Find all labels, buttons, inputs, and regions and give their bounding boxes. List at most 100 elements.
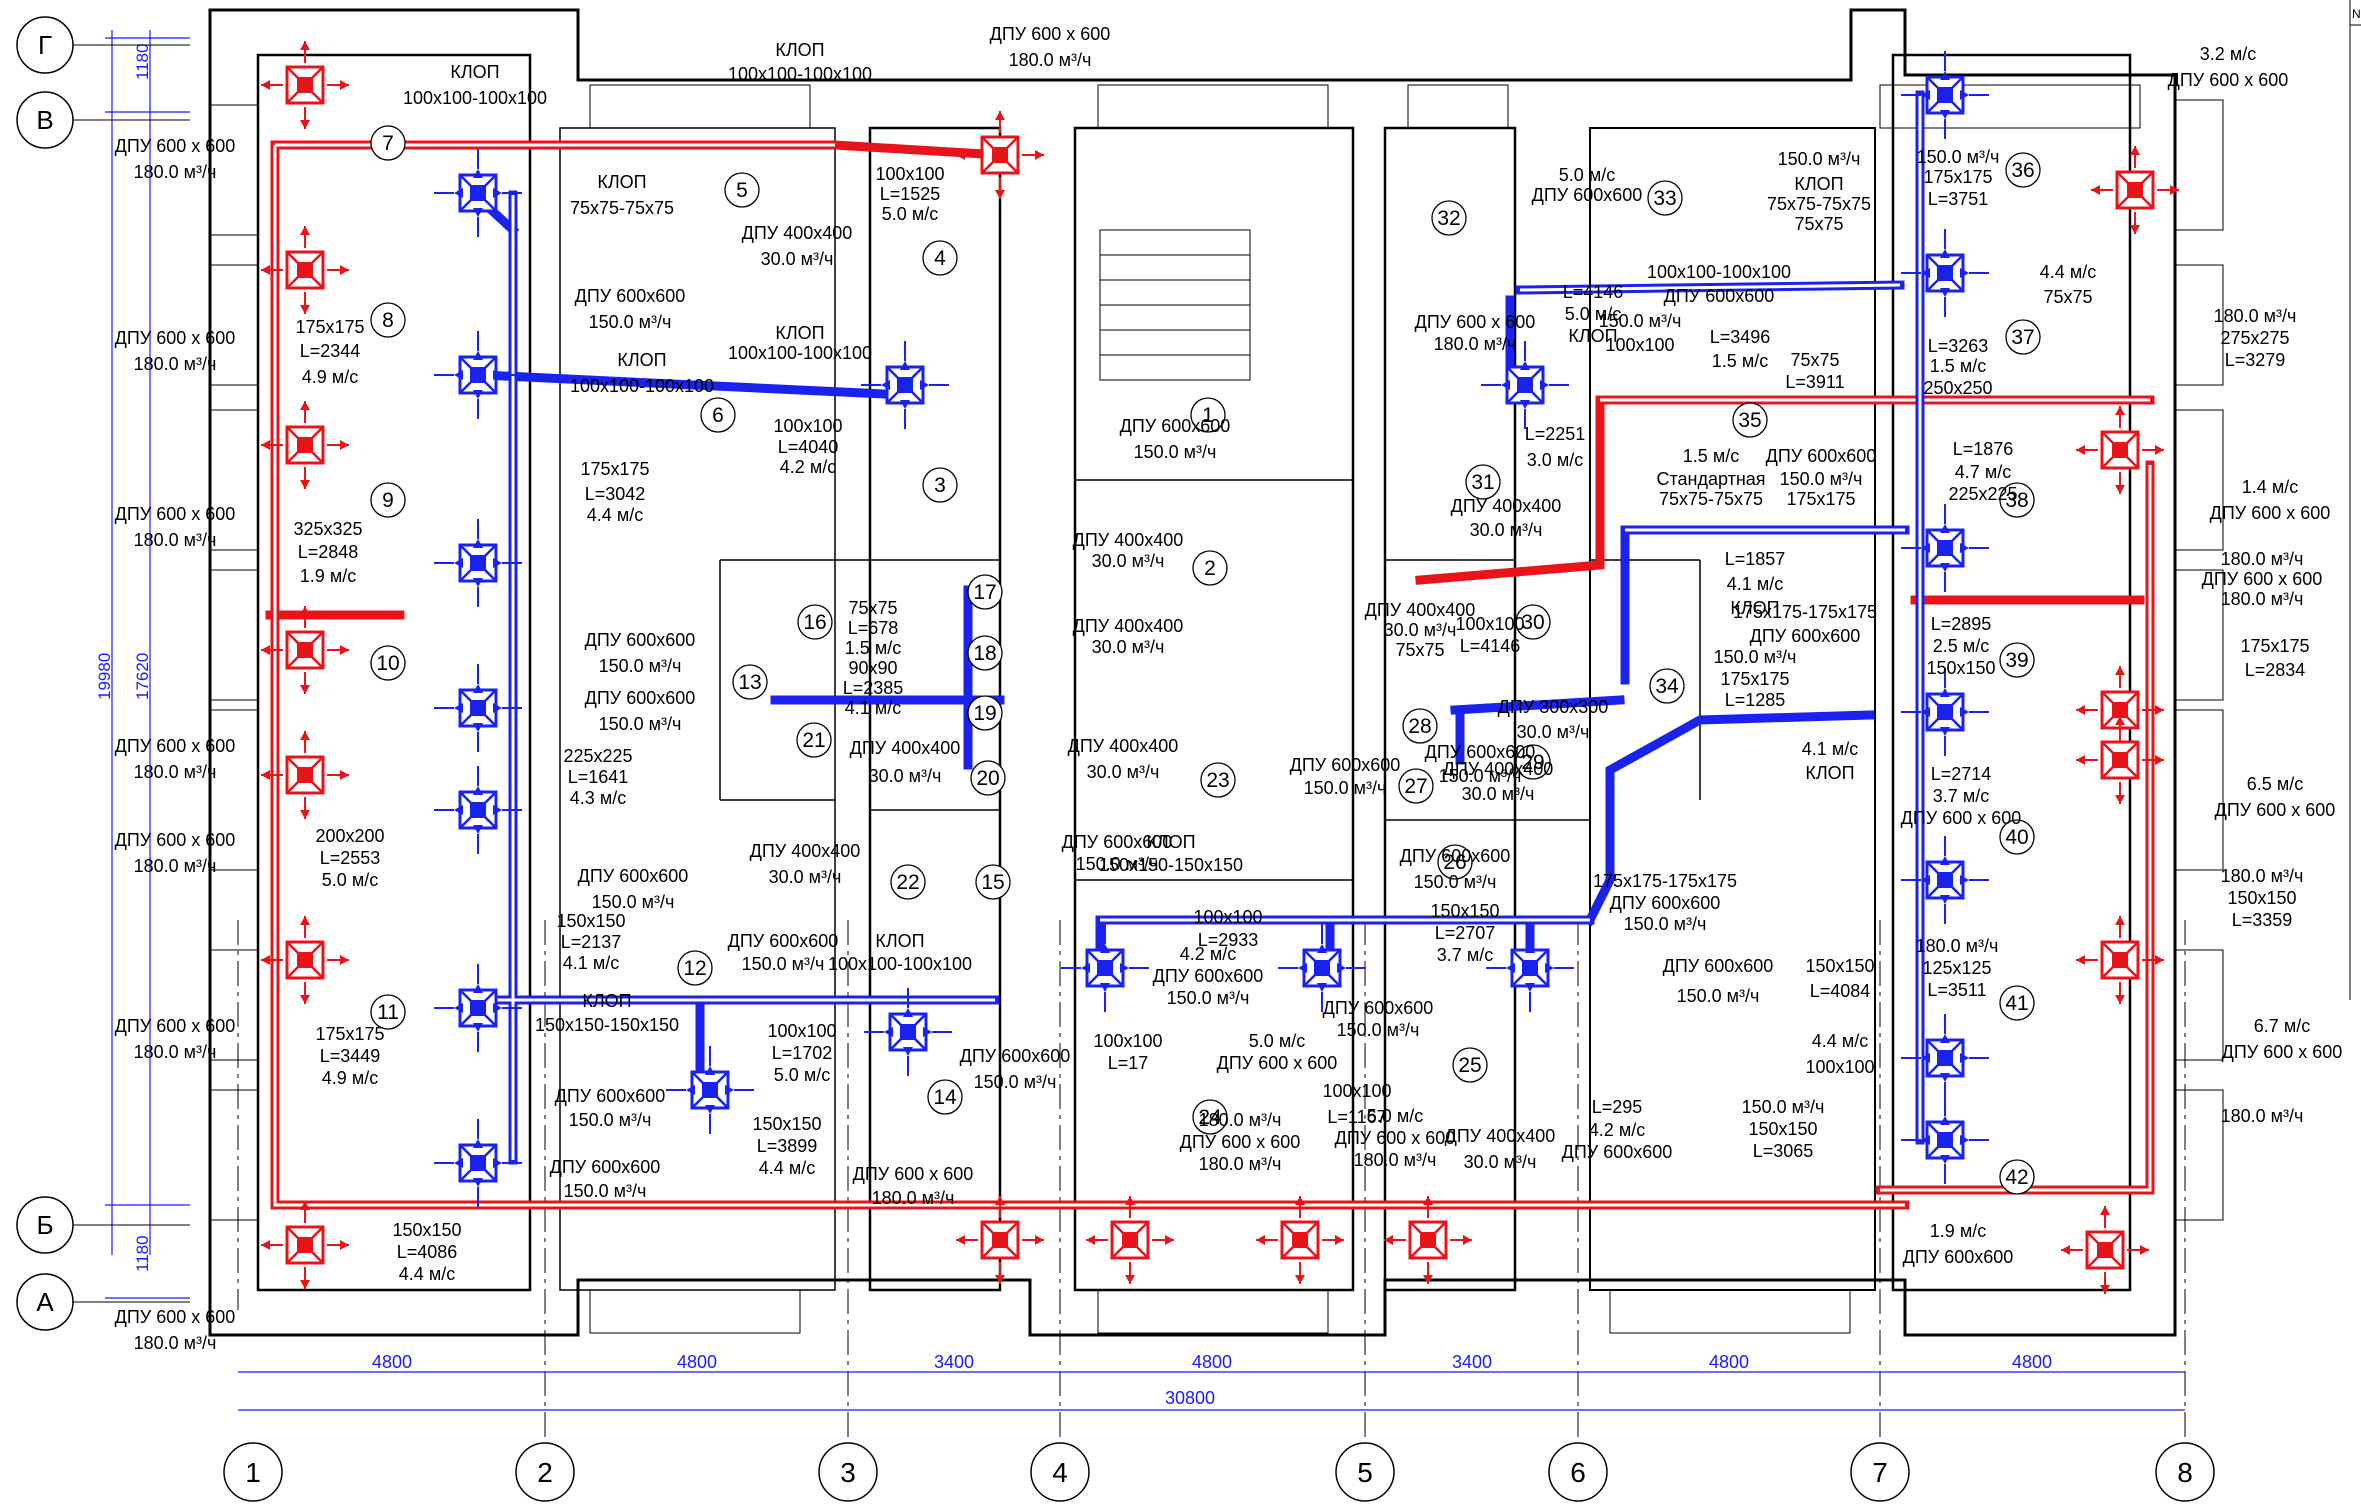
duct-label: 3.0 м/с [1527,450,1583,470]
bottom-dimension-chain [238,1371,2185,1411]
duct-label: L=1641 [568,767,629,787]
duct-label: L=2553 [320,848,381,868]
row-axis-label: А [36,1287,54,1317]
supply-diffuser-icon [2076,916,2164,1004]
exhaust-diffuser-icon [1481,341,1569,429]
room-tag-29: 29 [1515,744,1551,780]
span-label: 3400 [934,1352,974,1372]
duct-label: ДПУ 600 x 600 [990,24,1111,44]
duct-label: 150x150-150x150 [1099,855,1243,875]
room-tag-19: 19 [967,695,1003,731]
duct-label: 1.5 м/с [845,638,901,658]
duct-label: 3.2 м/с [2200,44,2256,64]
col-axis-label: 1 [245,1457,261,1488]
duct-label: 150.0 м³/ч [1414,872,1497,892]
duct-label: L=1876 [1953,439,2014,459]
exhaust-diffuser-icon [666,1046,754,1134]
duct-label: 1.4 м/с [2242,477,2298,497]
room-number: 11 [377,1001,399,1024]
duct-label: 2.5 м/с [1933,636,1989,656]
room-number: 2 [1204,557,1216,580]
duct-label: ДПУ 400x400 [1443,759,1554,779]
duct-label: 75x75 [2043,287,2092,307]
duct-label: ДПУ 600x600 [1766,446,1877,466]
duct-label: 175x175 [315,1024,384,1044]
duct-label: КЛОП [617,350,666,370]
duct-label: 150x150 [752,1114,821,1134]
duct-label: 150.0 м³/ч [974,1072,1057,1092]
duct-label: 3.7 м/с [1437,945,1493,965]
duct-label: 180.0 м³/ч [2221,866,2304,886]
duct-label: 75x75 [1395,640,1444,660]
room-tag-16: 16 [797,604,833,640]
duct-label: 100x100 [1322,1081,1391,1101]
duct-label: КЛОП [597,172,646,192]
duct-label: ДПУ 600 x 600 [115,504,236,524]
span-label: 4800 [677,1352,717,1372]
row-axis-label: Г [38,30,52,60]
duct-label: ДПУ 600x600 [1400,846,1511,866]
total-dimension: 30800 [1165,1388,1215,1408]
room-tag-20: 20 [970,760,1006,796]
duct-label: ДПУ 400x400 [750,841,861,861]
exhaust-diffuser-icon [1901,668,1989,756]
duct-label: 100x100-100x100 [403,88,547,108]
duct-label: 30.0 м³/ч [1464,1152,1537,1172]
room-number: 12 [683,957,706,980]
duct-label: 1.9 м/с [1930,1221,1986,1241]
duct-label: 3.7 м/с [1933,786,1989,806]
duct-label: 1.5 м/с [1683,446,1739,466]
room-number: 1 [1202,404,1214,427]
room-number: 16 [803,611,826,634]
duct-label: ДПУ 600x600 [1120,416,1231,436]
duct-label: 150x150 [1748,1119,1817,1139]
row-axis-2: В [16,91,190,149]
duct-label: ДПУ 400x400 [1073,616,1184,636]
duct-label: 180.0 м³/ч [2221,549,2304,569]
table-header: N [2352,7,2361,21]
room-tag-3: 3 [922,467,958,503]
col-axis-6: 6 [1548,1442,1608,1502]
duct-label: L=1285 [1725,690,1786,710]
duct-label: 100x100-100x100 [570,376,714,396]
room-tag-38: 38 [1999,482,2035,518]
duct-label: ДПУ 400x400 [1365,600,1476,620]
duct-label: L=3279 [2225,350,2286,370]
duct-label: L=3751 [1928,189,1989,209]
room-number: 23 [1206,769,1229,792]
duct-label: 4.4 м/с [759,1158,815,1178]
room-number: 26 [1443,851,1466,874]
room-number: 34 [1655,675,1679,698]
col-axis-2: 2 [515,1442,575,1502]
duct-label: ДПУ 600 x 600 [2215,800,2336,820]
duct-label: ДПУ 400x400 [1451,496,1562,516]
duct-label: ДПУ 600 x 600 [1901,808,2022,828]
dim-19980: 19980 [95,653,114,700]
duct-label: 180.0 м³/ч [2221,589,2304,609]
room-number: 15 [981,871,1004,894]
duct-label: 150x150 [2227,888,2296,908]
duct-label: 100x100 [767,1021,836,1041]
duct-label: ДПУ 600x600 [1425,742,1536,762]
room-tag-32: 32 [1431,200,1467,236]
duct-label: 30.0 м³/ч [869,766,942,786]
room-number: 24 [1198,1106,1222,1129]
duct-label: 4.4 м/с [587,505,643,525]
duct-label: 180.0 м³/ч [134,762,217,782]
duct-label: 150.0 м³/ч [1778,149,1861,169]
duct-label: 5.0 м/с [322,870,378,890]
duct-label: ДПУ 600x600 [1562,1142,1673,1162]
room-number: 13 [738,671,761,694]
col-axis-5: 5 [1335,1442,1395,1502]
duct-label: ДПУ 400x400 [850,738,961,758]
supply-diffuser-icon [261,731,349,819]
duct-label: КЛОП [775,323,824,343]
duct-label: 175x175-175x175 [1593,871,1737,891]
duct-label: ДПУ 600x600 [728,931,839,951]
exhaust-diffuser-icon [434,766,522,854]
row-axis-4: А [16,1273,190,1331]
duct-label: L=2707 [1435,923,1496,943]
row-axis-label: Б [36,1210,53,1240]
duct-label: L=4146 [1563,282,1624,302]
duct-label: 4.4 м/с [2040,262,2096,282]
